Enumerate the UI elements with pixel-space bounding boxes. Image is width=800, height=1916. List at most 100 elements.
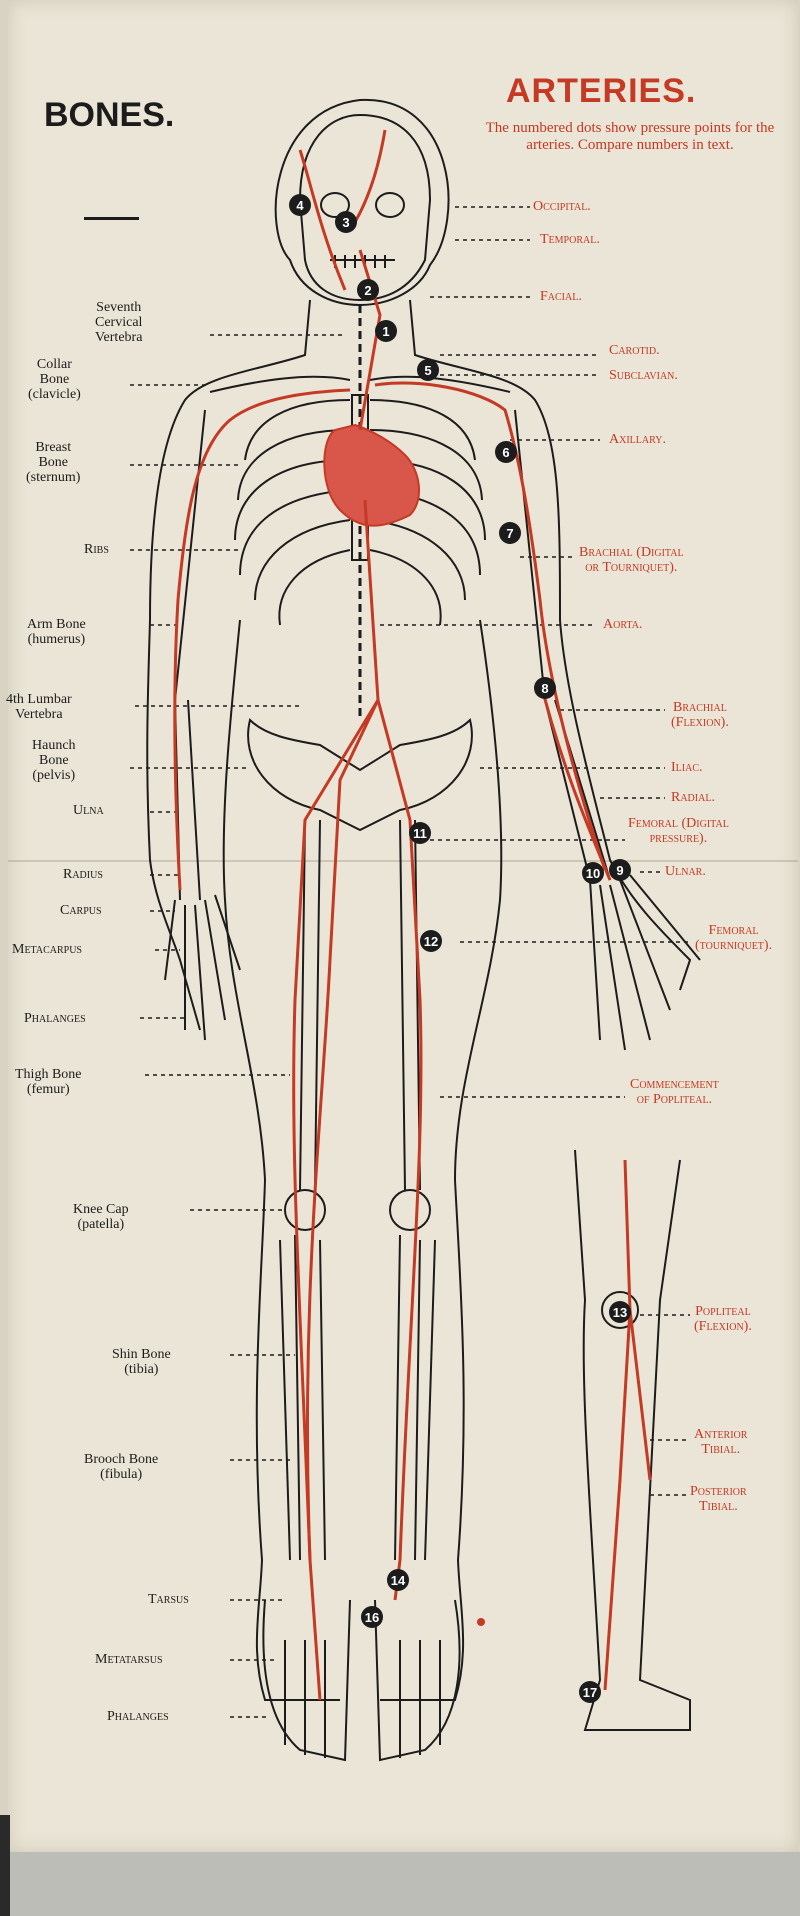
label-femoral-tourniquet: Femoral (tourniquet).	[695, 923, 772, 953]
label-line: (femur)	[26, 1082, 70, 1097]
artery-lines	[173, 129, 652, 1701]
pressure-point-5: 5	[417, 359, 439, 381]
pressure-point-16: 16	[361, 1606, 383, 1628]
foot-right	[374, 1599, 461, 1762]
label-commencement-popliteal: Commencement of Popliteal.	[630, 1077, 719, 1107]
svg-text:13: 13	[613, 1305, 627, 1320]
label-shin-bone: Shin Bone (tibia)	[112, 1347, 171, 1377]
label-phalanges-foot: Phalanges	[107, 1709, 169, 1724]
label-line: Vertebra	[95, 330, 143, 345]
label-line: Anterior	[694, 1427, 748, 1442]
hand-right	[589, 874, 701, 1051]
label-line: Bone	[38, 753, 69, 768]
patella-right	[389, 1189, 431, 1231]
label-temporal: Temporal.	[540, 232, 600, 247]
patella-left	[284, 1189, 326, 1231]
side-leg-outline	[574, 1149, 691, 1731]
label-line: Shin Bone	[112, 1347, 171, 1362]
side-leg-knee	[601, 1291, 639, 1329]
femur-left	[299, 819, 321, 1191]
dark-edge	[0, 1815, 10, 1916]
label-line: Commencement	[630, 1077, 719, 1092]
subclavian-left-artery	[173, 388, 351, 891]
label-line: (patella)	[77, 1217, 125, 1232]
label-phalanges-hand: Phalanges	[24, 1011, 86, 1026]
label-facial: Facial.	[540, 289, 582, 304]
iliac-left	[292, 699, 380, 1561]
label-line: (sternum)	[26, 470, 81, 485]
skull	[298, 113, 432, 302]
svg-text:16: 16	[365, 1610, 379, 1625]
eye-socket-right	[375, 192, 405, 218]
svg-text:2: 2	[364, 283, 371, 298]
svg-text:5: 5	[424, 363, 431, 378]
pressure-point-12: 12	[420, 930, 442, 952]
label-line: (pelvis)	[32, 768, 76, 783]
label-carotid: Carotid.	[609, 343, 660, 358]
stray-red-mark	[477, 1618, 485, 1626]
bones-heading: BONES.	[44, 96, 175, 134]
label-line: Vertebra	[15, 707, 63, 722]
pressure-point-7: 7	[499, 522, 521, 544]
pressure-point-6: 6	[495, 441, 517, 463]
label-anterior-tibial: Anterior Tibial.	[694, 1427, 747, 1457]
label-line: (Flexion).	[671, 715, 729, 730]
label-line: Bone	[38, 455, 68, 470]
svg-text:14: 14	[391, 1573, 406, 1588]
bones-heading-rule	[84, 217, 139, 220]
label-popliteal-flexion: Popliteal (Flexion).	[694, 1304, 752, 1334]
svg-text:4: 4	[296, 198, 304, 213]
label-knee-cap: Knee Cap (patella)	[73, 1202, 129, 1232]
pressure-point-14: 14	[387, 1569, 409, 1591]
tibia-fibula-right	[394, 1234, 436, 1561]
pressure-point-4: 4	[289, 194, 311, 216]
label-line: Seventh	[96, 300, 142, 315]
label-line: or Tourniquet).	[585, 560, 678, 575]
label-iliac: Iliac.	[671, 760, 703, 775]
label-ulnar: Ulnar.	[665, 864, 706, 879]
pressure-points: 1 2 3 4 5 6 7 8 9 10 11 12 13 14 16 17	[289, 194, 631, 1703]
pressure-point-17: 17	[579, 1681, 601, 1703]
label-radius: Radius	[63, 867, 103, 882]
humerus-right	[514, 409, 546, 701]
label-aorta: Aorta.	[603, 617, 643, 632]
label-arm-bone: Arm Bone (humerus)	[27, 617, 86, 647]
svg-text:6: 6	[502, 445, 509, 460]
svg-text:10: 10	[586, 866, 600, 881]
label-collar-bone: Collar Bone (clavicle)	[28, 357, 81, 402]
label-line: Bone	[39, 372, 70, 387]
pressure-point-11: 11	[409, 822, 431, 844]
clavicle-left	[209, 375, 351, 393]
label-line: Breast	[35, 440, 72, 455]
pressure-point-13: 13	[609, 1301, 631, 1323]
subclavian-right-artery	[374, 381, 607, 871]
pressure-point-9: 9	[609, 859, 631, 881]
label-line: Tibial.	[701, 1442, 741, 1457]
bottom-strip	[0, 1852, 800, 1916]
label-breast-bone: Breast Bone (sternum)	[26, 440, 80, 485]
label-femoral-digital: Femoral (Digital pressure).	[628, 816, 729, 846]
label-subclavian: Subclavian.	[609, 368, 678, 383]
poster-sheet	[8, 0, 798, 1852]
label-line: Collar	[36, 357, 72, 372]
label-radial: Radial.	[671, 790, 715, 805]
arteries-heading: ARTERIES.	[506, 72, 697, 110]
fold-line	[8, 860, 798, 862]
eye-socket-left	[320, 192, 350, 218]
svg-text:17: 17	[583, 1685, 597, 1700]
bone-leader-lines	[130, 334, 345, 1718]
label-line: (fibula)	[100, 1467, 143, 1482]
label-brooch-bone: Brooch Bone (fibula)	[84, 1452, 158, 1482]
label-line: Thigh Bone	[15, 1067, 82, 1082]
hand-left	[164, 894, 241, 1041]
label-ulna: Ulna	[73, 803, 104, 818]
label-metatarsus: Metatarsus	[95, 1652, 163, 1667]
label-haunch-bone: Haunch Bone (pelvis)	[32, 738, 76, 783]
body-outline	[146, 98, 701, 1762]
label-line: (clavicle)	[28, 387, 81, 402]
tibia-fibula-left	[279, 1234, 326, 1561]
label-metacarpus: Metacarpus	[12, 942, 82, 957]
label-line: Brachial	[673, 700, 727, 715]
